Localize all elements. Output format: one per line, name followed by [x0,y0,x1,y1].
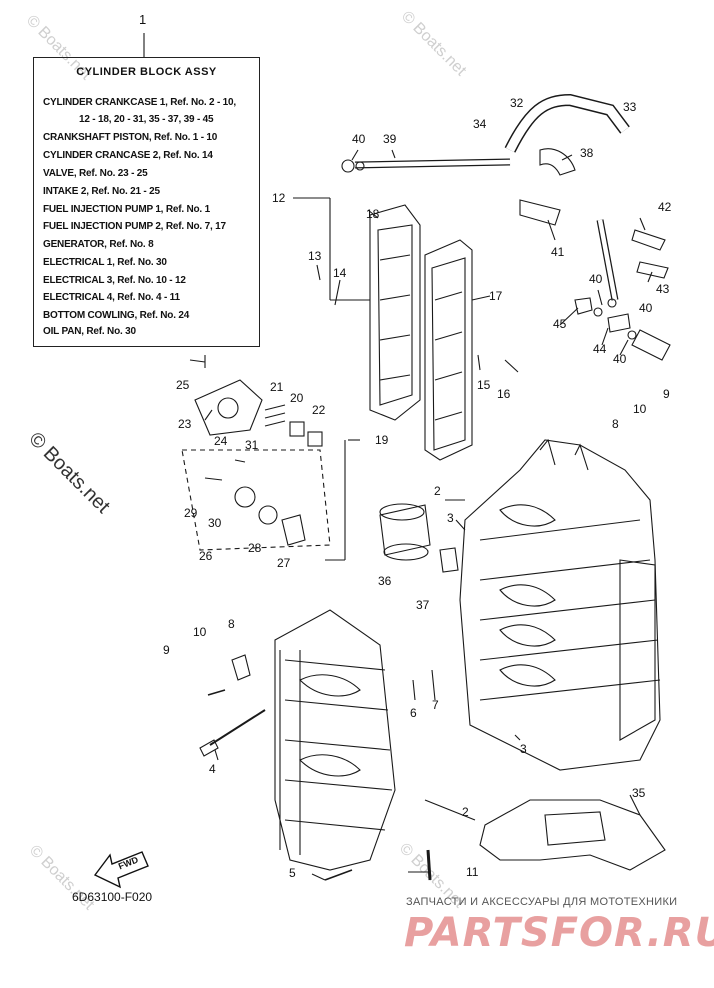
callout-28: 28 [248,541,262,555]
legend-line: GENERATOR, Ref. No. 8 [43,239,154,250]
callout-15: 15 [477,378,491,392]
fwd-arrow-icon [93,851,149,889]
callout-25: 25 [176,378,190,392]
callout-2: 2 [462,805,469,819]
callout-36: 36 [378,574,392,588]
callout-19: 19 [375,433,389,447]
callout-17: 17 [489,289,503,303]
store-subtitle: ЗАПЧАСТИ И АКСЕССУАРЫ ДЛЯ МОТОТЕХНИКИ [406,896,678,908]
callout-40: 40 [352,132,366,146]
callout-41: 41 [551,245,565,259]
callout-32: 32 [510,96,524,110]
callout-27: 27 [277,556,291,570]
legend-line: ELECTRICAL 3, Ref. No. 10 - 12 [43,275,186,286]
callout-20: 20 [290,391,304,405]
callout-8: 8 [612,417,619,431]
legend-line: 12 - 18, 20 - 31, 35 - 37, 39 - 45 [79,114,214,125]
legend-line: CYLINDER CRANCASE 2, Ref. No. 14 [43,150,213,161]
crankcase-2 [274,609,396,871]
legend-box: CYLINDER BLOCK ASSY CYLINDER CRANKCASE 1… [33,57,260,347]
callout-11: 11 [466,865,479,879]
callout-8: 8 [228,617,235,631]
callout-3: 3 [447,511,454,525]
callout-44: 44 [593,342,607,356]
drawing-code: 6D63100-F020 [72,890,153,904]
callout-7: 7 [432,698,439,712]
callout-10: 10 [193,625,207,639]
legend-line: CYLINDER CRANKCASE 1, Ref. No. 2 - 10, [43,97,236,108]
callout-22: 22 [312,403,326,417]
callout-26: 26 [199,549,213,563]
callout-9: 9 [163,643,170,657]
callout-10: 10 [633,402,647,416]
legend-line: VALVE, Ref. No. 23 - 25 [43,168,148,179]
callout-43: 43 [656,282,670,296]
callout-34: 34 [473,117,487,131]
callout-45: 45 [553,317,567,331]
callout-3: 3 [520,742,527,756]
legend-line: BOTTOM COWLING, Ref. No. 24 [43,310,190,321]
legend-line: CRANKSHAFT PISTON, Ref. No. 1 - 10 [43,132,218,143]
callout-6: 6 [410,706,417,720]
callout-40: 40 [639,301,653,315]
intake-plate [369,204,421,421]
callout-24: 24 [214,434,228,448]
callout-9: 9 [663,387,670,401]
callout-1: 1 [139,12,147,27]
legend-line: FUEL INJECTION PUMP 2, Ref. No. 7, 17 [43,221,226,232]
callout-40: 40 [613,352,627,366]
legend-line: ELECTRICAL 1, Ref. No. 30 [43,257,167,268]
callout-42: 42 [658,200,672,214]
store-brand: PARTSFOR.RU [404,910,714,956]
legend-line: INTAKE 2, Ref. No. 21 - 25 [43,186,160,197]
legend-title: CYLINDER BLOCK ASSY [76,66,217,78]
callout-29: 29 [184,506,198,520]
callout-21: 21 [270,380,284,394]
callout-23: 23 [178,417,192,431]
callout-18: 18 [366,207,380,221]
callout-14: 14 [333,266,347,280]
legend-line: OIL PAN, Ref. No. 30 [43,326,136,337]
callout-30: 30 [208,516,222,530]
gasket-plate [424,239,473,461]
callout-35: 35 [632,786,646,800]
cylinder-block [459,438,661,771]
callout-31: 31 [245,438,259,452]
callout-16: 16 [497,387,511,401]
callout-2: 2 [434,484,441,498]
legend-line: FUEL INJECTION PUMP 1, Ref. No. 1 [43,204,210,215]
callout-13: 13 [308,249,322,263]
callout-40: 40 [589,272,603,286]
callout-33: 33 [623,100,637,114]
callout-39: 39 [383,132,397,146]
callout-4: 4 [209,762,216,776]
callout-38: 38 [580,146,594,160]
callout-37: 37 [416,598,430,612]
legend-line: ELECTRICAL 4, Ref. No. 4 - 11 [43,292,180,303]
callout-5: 5 [289,866,296,880]
callout-12: 12 [272,191,286,205]
